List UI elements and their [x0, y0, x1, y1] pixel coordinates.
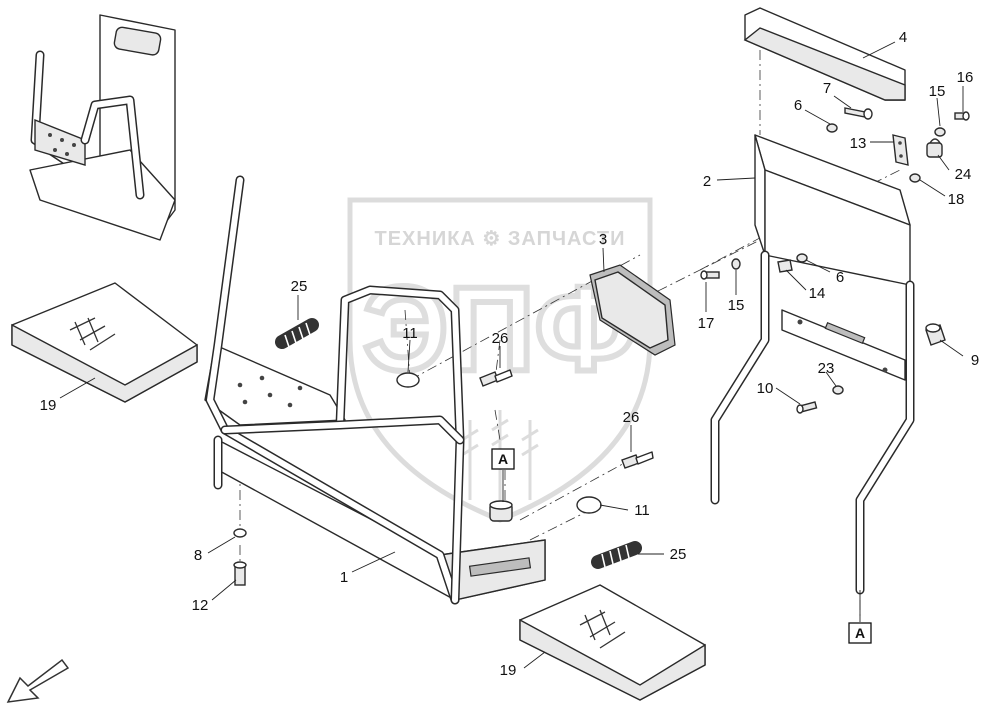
plug-18 [909, 173, 921, 183]
disc-lower [576, 496, 602, 514]
step-plate-left [11, 282, 198, 403]
callout-6a: 6 [794, 97, 802, 114]
step-plate-bottom [519, 584, 706, 701]
bumper-9 [925, 323, 946, 346]
disc-upper [396, 372, 420, 388]
callout-leaders [59, 41, 964, 669]
washer-8 [233, 528, 247, 538]
watermark-brand-text: ТЕХНИКА ⚙ ЗАПЧАСТИ [374, 228, 625, 250]
bolt-16 [954, 111, 970, 121]
callout-15a: 15 [929, 83, 946, 100]
marker-a-left-label: A [498, 451, 508, 467]
callout-26b: 26 [623, 409, 640, 426]
wing-bolt-lower [621, 451, 654, 469]
direction-arrow-icon [6, 658, 70, 703]
callout-1: 1 [340, 569, 348, 586]
callout-labels: 1 2 3 4 6 6 7 8 9 10 11 11 12 13 14 15 1… [40, 29, 980, 679]
watermark-wheat-icon [461, 410, 539, 505]
callout-16: 16 [957, 69, 974, 86]
spring-lower [591, 541, 642, 569]
callout-2: 2 [703, 173, 711, 190]
spring-upper [275, 318, 319, 349]
callout-23: 23 [818, 360, 835, 377]
washer-15-lower [731, 258, 741, 270]
callout-17: 17 [698, 315, 715, 332]
bolt-17 [700, 270, 720, 280]
callout-19a: 19 [40, 397, 57, 414]
callout-10: 10 [757, 380, 774, 397]
overview-frame-sketch [29, 14, 176, 241]
callout-8: 8 [194, 547, 202, 564]
rubber-pad [589, 264, 676, 356]
callout-4: 4 [899, 29, 907, 46]
callout-18: 18 [948, 191, 965, 208]
callout-26a: 26 [492, 330, 509, 347]
upper-frame [710, 134, 915, 595]
nut-6-upper [826, 123, 838, 133]
main-step-frame [204, 175, 546, 605]
marker-a-right-label: A [855, 625, 865, 641]
callout-14: 14 [809, 285, 826, 302]
callout-11a: 11 [402, 325, 418, 342]
callout-11b: 11 [634, 502, 650, 519]
callout-24: 24 [955, 166, 972, 183]
callout-15b: 15 [728, 297, 745, 314]
callout-19b: 19 [500, 662, 517, 679]
wing-bolt-upper [479, 369, 513, 387]
callout-6b: 6 [836, 269, 844, 286]
bolt-7 [844, 107, 873, 120]
reference-marker-a-left: A [491, 448, 515, 502]
padlock-24 [926, 138, 943, 158]
washer-15-upper [934, 127, 946, 137]
callout-12: 12 [192, 597, 209, 614]
bolt-12 [233, 561, 247, 586]
callout-7: 7 [823, 80, 831, 97]
washer-23 [832, 385, 844, 395]
bolt-10 [796, 401, 818, 414]
callout-25a: 25 [291, 278, 308, 295]
callout-13: 13 [850, 135, 867, 152]
top-cover [743, 7, 906, 101]
callout-25b: 25 [670, 546, 687, 563]
nut-14 [777, 259, 793, 273]
nut-6-lower [796, 253, 808, 263]
reference-marker-a-right: A [848, 590, 872, 644]
callout-9: 9 [971, 352, 979, 369]
callout-3: 3 [599, 231, 607, 248]
bracket-13 [892, 134, 909, 166]
